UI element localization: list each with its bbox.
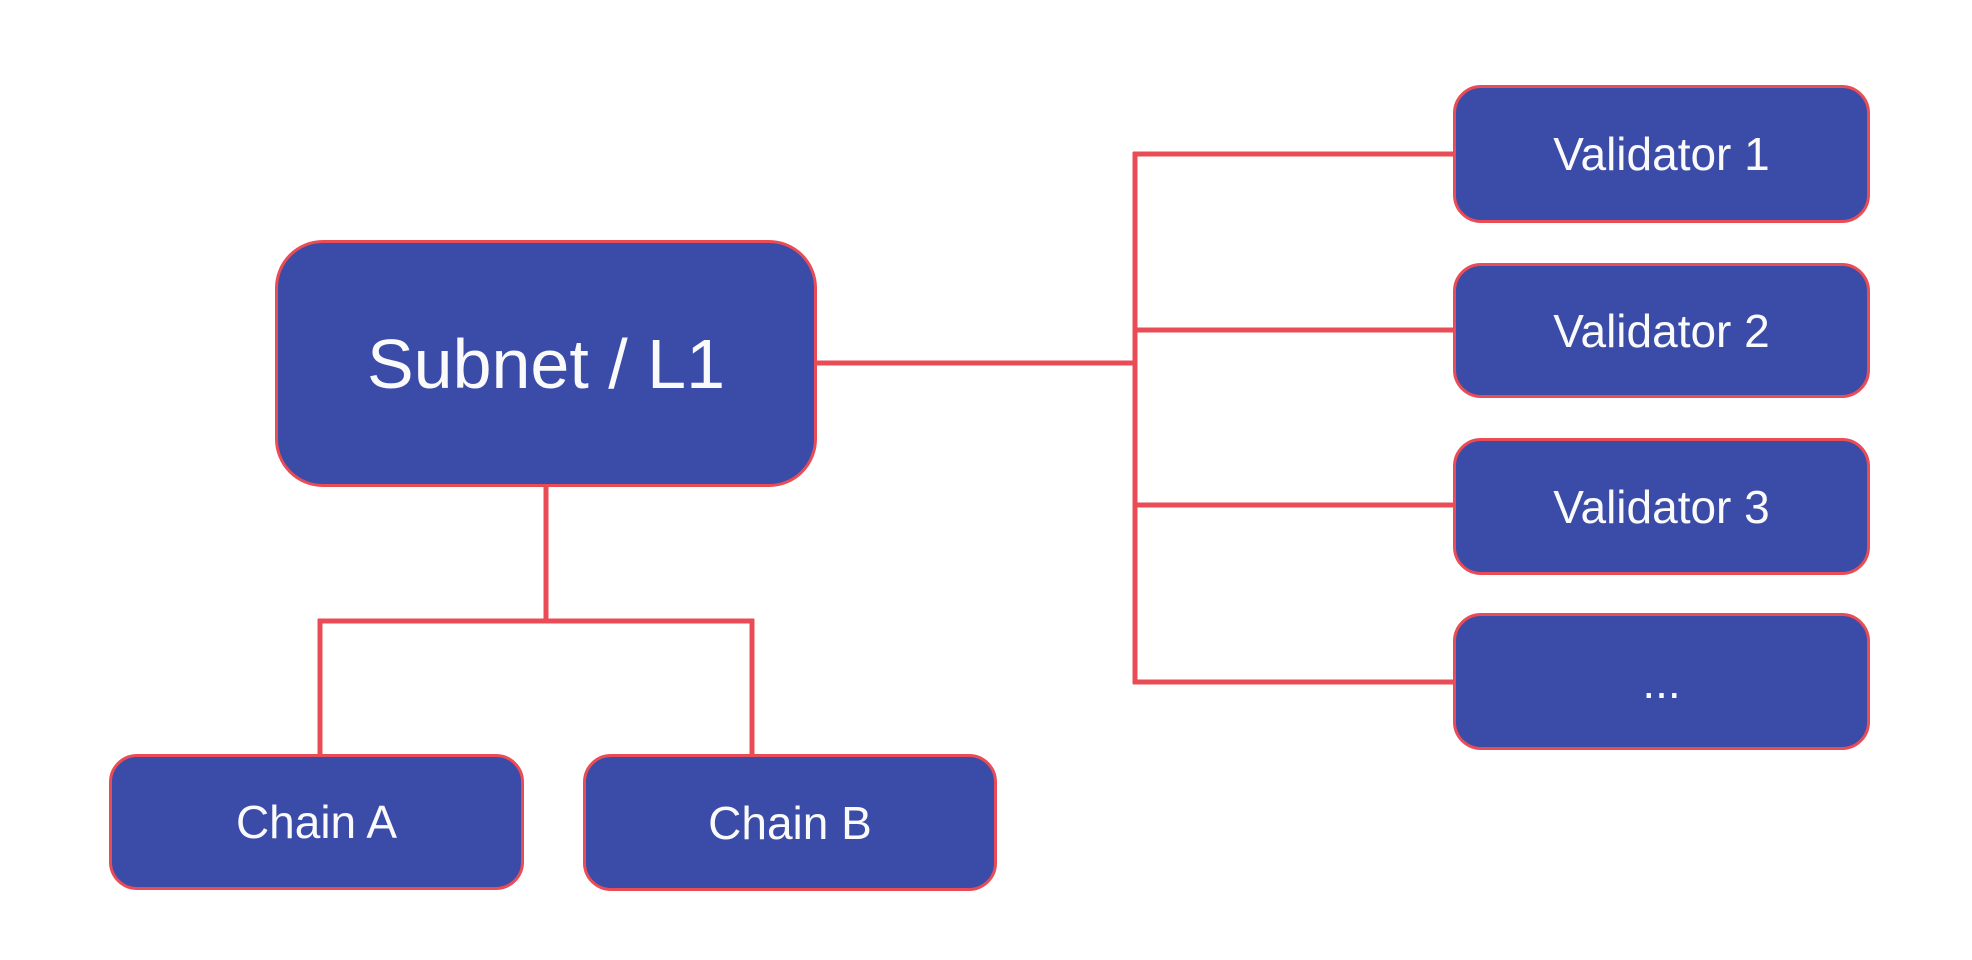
node-chain-a: Chain A [109, 754, 524, 890]
node-validator-more-label: ... [1642, 655, 1681, 708]
node-subnet-label: Subnet / L1 [366, 324, 726, 403]
node-validator-2-label: Validator 2 [1553, 304, 1770, 357]
node-validator-3: Validator 3 [1453, 438, 1870, 575]
node-validator-1-label: Validator 1 [1553, 128, 1770, 180]
node-validator-1: Validator 1 [1453, 85, 1870, 223]
node-validator-3-label: Validator 3 [1553, 480, 1770, 533]
node-chain-b: Chain B [583, 754, 997, 891]
node-chain-a-label: Chain A [235, 796, 398, 848]
node-chain-b-label: Chain B [708, 796, 872, 849]
node-subnet: Subnet / L1 [275, 240, 817, 487]
node-validator-more: ... [1453, 613, 1870, 750]
node-validator-2: Validator 2 [1453, 263, 1870, 398]
